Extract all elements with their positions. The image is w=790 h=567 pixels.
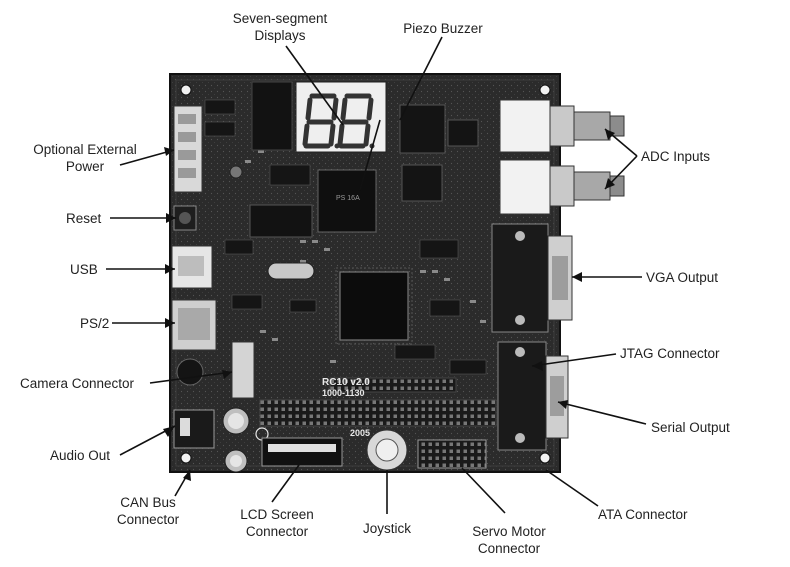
mount-hole	[539, 84, 551, 96]
main-processor	[339, 271, 409, 341]
label-camera-connector: Camera Connector	[20, 375, 134, 392]
board-part-text: 1000-1130	[322, 388, 365, 398]
label-line: JTAG Connector	[620, 346, 720, 361]
label-line: Connector	[477, 541, 541, 556]
label-vga-output: VGA Output	[646, 269, 718, 286]
label-line: Reset	[66, 211, 102, 226]
label-adc-inputs: ADC Inputs	[641, 148, 710, 165]
flash-chip	[317, 169, 377, 233]
label-line: LCD Screen	[240, 507, 314, 522]
label-line: ADC Inputs	[641, 149, 711, 164]
label-line: CAN Bus	[120, 495, 176, 510]
label-line: Joystick	[362, 521, 411, 536]
mount-hole	[180, 452, 192, 464]
label-line: Connector	[245, 524, 309, 539]
label-line: Seven-segment	[232, 11, 328, 26]
label-usb: USB	[70, 261, 98, 278]
label-line: Optional External	[33, 142, 137, 157]
label-line: PS/2	[80, 316, 110, 331]
label-line: Camera Connector	[20, 376, 135, 391]
label-line: Servo Motor	[472, 524, 546, 539]
label-joystick: Joystick	[342, 520, 432, 537]
label-line: ATA Connector	[598, 507, 688, 522]
callout-arrowheads	[163, 129, 615, 481]
label-line: Serial Output	[651, 420, 730, 435]
board-model-text: RC10 v2.0	[322, 377, 370, 388]
camera-connector	[231, 341, 255, 399]
label-line: USB	[70, 262, 98, 277]
label-line: Connector	[116, 512, 180, 527]
label-optional-external-power: Optional External Power	[14, 141, 156, 175]
expansion-header	[259, 399, 497, 427]
label-line: VGA Output	[646, 270, 719, 285]
label-ps2: PS/2	[80, 315, 109, 332]
adc-bnc-connectors	[499, 99, 625, 215]
label-jtag-connector: JTAG Connector	[620, 345, 720, 362]
serial-connector	[497, 341, 569, 451]
label-ata-connector: ATA Connector	[598, 506, 688, 523]
label-line: Audio Out	[50, 448, 111, 463]
label-servo-motor-connector: Servo Motor Connector	[454, 523, 564, 557]
label-reset: Reset	[66, 210, 101, 227]
mount-hole	[539, 452, 551, 464]
mount-hole	[180, 84, 192, 96]
svg-text:PS 16A: PS 16A	[336, 195, 360, 202]
label-line: Power	[65, 159, 105, 174]
label-audio-out: Audio Out	[50, 447, 110, 464]
label-line: Displays	[254, 28, 306, 43]
servo-connector	[417, 439, 487, 469]
vga-connector	[491, 223, 573, 333]
label-piezo-buzzer: Piezo Buzzer	[388, 20, 498, 37]
label-can-bus-connector: CAN Bus Connector	[98, 494, 198, 528]
label-line: Piezo Buzzer	[403, 21, 483, 36]
label-lcd-screen-connector: LCD Screen Connector	[222, 506, 332, 540]
label-serial-output: Serial Output	[651, 419, 730, 436]
label-seven-segment-displays: Seven-segment Displays	[220, 10, 340, 44]
board-year-text: 2005	[350, 428, 370, 438]
